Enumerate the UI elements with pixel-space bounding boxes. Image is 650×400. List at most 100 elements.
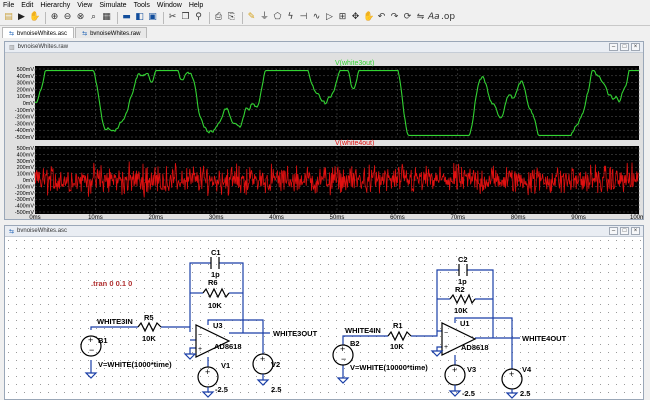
wire[interactable] [436, 269, 459, 331]
resistor-r5[interactable] [137, 321, 162, 333]
close-icon[interactable]: ▣ [148, 12, 157, 22]
vpos-name[interactable]: V1 [221, 361, 230, 370]
opamp-name[interactable]: U3 [213, 321, 223, 330]
schematic-canvas[interactable]: .tran 0 0.1 0 [5, 237, 643, 399]
vpos-value[interactable]: -2.5 [462, 389, 475, 398]
component-icon[interactable]: ⊞ [338, 12, 347, 22]
source-b2[interactable] [332, 344, 354, 366]
waveform-plot-area[interactable]: V(white3out) V(white4out) 500mV400mV300m… [5, 53, 643, 219]
spice-directive-icon[interactable]: .op [441, 12, 456, 22]
find-icon[interactable]: ⚲ [195, 12, 202, 22]
zoom-in-icon[interactable]: ⊕ [50, 12, 59, 22]
zoom-fit-icon[interactable]: ⊗ [76, 12, 85, 22]
minimize-button[interactable]: – [609, 43, 618, 51]
cap-value[interactable]: 1p [211, 270, 220, 279]
diode-icon[interactable]: ▷ [326, 12, 333, 22]
copy-icon[interactable]: ❐ [181, 12, 190, 22]
cap-value[interactable]: 1p [458, 277, 467, 286]
rin-value[interactable]: 10K [390, 342, 404, 351]
out-label[interactable]: WHITE4OUT [522, 334, 567, 343]
waveform-window-titlebar[interactable]: ▥ bvnoiseWhites.raw – □ × [5, 42, 643, 53]
move-icon[interactable]: ✥ [351, 12, 360, 22]
capacitor-icon[interactable]: ⊣ [299, 12, 308, 22]
ground-icon[interactable]: ⏚ [259, 12, 269, 22]
vpos-name[interactable]: V3 [467, 365, 476, 374]
wire[interactable] [467, 269, 494, 338]
menu-edit[interactable]: Edit [21, 1, 34, 9]
wire[interactable] [189, 347, 196, 354]
trace-white4out[interactable] [34, 161, 639, 198]
rin-name[interactable]: R5 [144, 313, 154, 322]
source-b1[interactable] [80, 335, 102, 357]
drag-icon[interactable]: ✋ [363, 12, 375, 22]
vneg-name[interactable]: V4 [522, 365, 532, 374]
tile-icon[interactable]: ▬ [122, 12, 131, 22]
zoom-out-icon[interactable]: ⊖ [63, 12, 72, 22]
label-icon[interactable]: ⬠ [273, 12, 282, 22]
autorange-icon[interactable]: ⌕ [90, 12, 97, 22]
vneg-value[interactable]: 2.5 [271, 385, 281, 394]
undo-icon[interactable]: ▦ [102, 12, 111, 22]
resistor-r2[interactable] [449, 293, 476, 305]
opamp-u1[interactable] [441, 322, 477, 356]
close-button[interactable]: × [631, 43, 640, 51]
text-icon[interactable]: Aa [428, 12, 440, 22]
out-label[interactable]: WHITE3OUT [273, 329, 318, 338]
wire[interactable] [436, 346, 442, 351]
opamp-model[interactable]: AD8618 [214, 342, 242, 351]
src-value[interactable]: V=WHITE(1000*time) [98, 360, 172, 369]
opamp-model[interactable]: AD8618 [461, 343, 489, 352]
trace-label-white4out[interactable]: V(white4out) [335, 140, 374, 147]
src-name[interactable]: B1 [98, 336, 108, 345]
opamp-name[interactable]: U1 [460, 319, 470, 328]
wire[interactable] [219, 262, 244, 333]
wire[interactable] [454, 317, 513, 369]
opamp-u3[interactable] [195, 324, 231, 358]
wire[interactable] [342, 335, 388, 345]
draw-wire-icon[interactable]: ✎ [247, 12, 256, 22]
wire[interactable] [90, 326, 138, 330]
undo-arrow-icon[interactable]: ↶ [377, 12, 386, 22]
menu-hierarchy[interactable]: Hierarchy [40, 1, 71, 9]
vpos-value[interactable]: -2.5 [215, 385, 228, 394]
run-icon[interactable]: ▶ [18, 12, 25, 22]
rin-value[interactable]: 10K [142, 334, 156, 343]
inductor-icon[interactable]: ∿ [312, 12, 321, 22]
halt-icon[interactable]: ✋ [29, 12, 41, 22]
menu-tools[interactable]: Tools [133, 1, 150, 9]
wire[interactable] [207, 319, 264, 354]
resistor-r1[interactable] [387, 330, 412, 342]
mirror-icon[interactable]: ⇋ [416, 12, 425, 22]
maximize-button[interactable]: □ [620, 43, 629, 51]
trace-white3out[interactable] [34, 70, 639, 136]
tab-schematic[interactable]: ⇆ bvnoiseWhites.asc [2, 27, 75, 38]
src-value[interactable]: V=WHITE(10000*time) [350, 363, 428, 372]
menu-view[interactable]: View [77, 1, 93, 9]
cap-name[interactable]: C2 [458, 255, 468, 264]
wire[interactable] [189, 262, 211, 327]
tab-waveform[interactable]: ⇆ bvnoiseWhites.raw [75, 27, 148, 38]
src-name[interactable]: B2 [350, 339, 360, 348]
cascade-icon[interactable]: ◧ [135, 12, 144, 22]
menu-help[interactable]: Help [188, 1, 204, 9]
schematic-window-titlebar[interactable]: ⇆ bvnoiseWhites.asc – □ × [5, 226, 643, 237]
resistor-r6[interactable] [202, 287, 230, 299]
spice-directive[interactable]: .tran 0 0.1 0 [91, 279, 132, 288]
in-label[interactable]: WHITE4IN [345, 326, 381, 335]
maximize-button[interactable]: □ [620, 227, 629, 235]
rotate-icon[interactable]: ⟳ [403, 12, 412, 22]
vneg-name[interactable]: V2 [271, 360, 280, 369]
in-label[interactable]: WHITE3IN [97, 317, 133, 326]
menu-simulate[interactable]: Simulate [99, 1, 127, 9]
cut-icon[interactable]: ✂ [168, 12, 177, 22]
rf-name[interactable]: R6 [208, 278, 218, 287]
cap-name[interactable]: C1 [211, 248, 221, 257]
menu-window[interactable]: Window [156, 1, 182, 9]
redo-icon[interactable]: ↷ [390, 12, 399, 22]
rf-value[interactable]: 10K [208, 301, 222, 310]
menu-file[interactable]: File [3, 1, 15, 9]
rf-name[interactable]: R2 [455, 285, 465, 294]
wire[interactable] [411, 331, 438, 337]
trace-label-white3out[interactable]: V(white3out) [335, 60, 374, 67]
minimize-button[interactable]: – [609, 227, 618, 235]
